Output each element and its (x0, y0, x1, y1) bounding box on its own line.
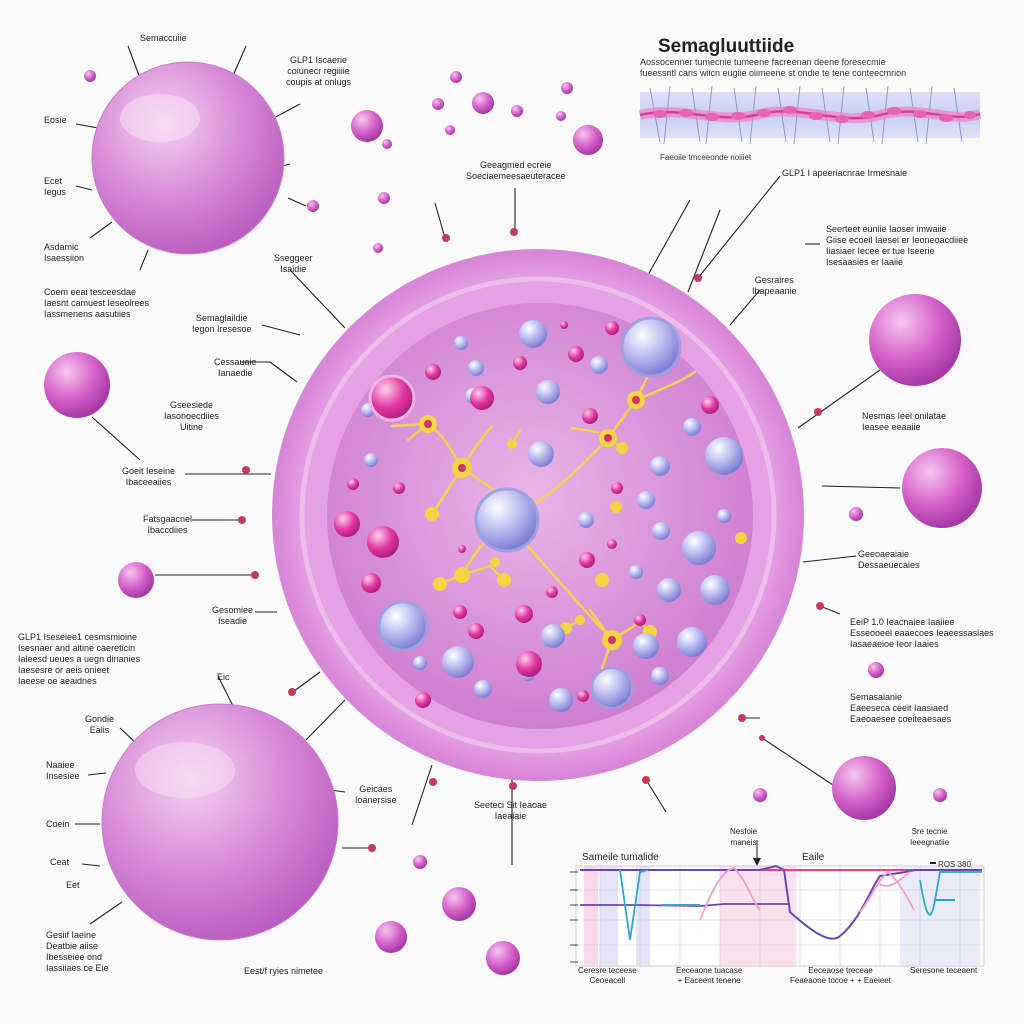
diagram-description: Aossocenner tumecnie tumeene facreenan d… (640, 57, 907, 78)
magenta-particles (334, 321, 719, 708)
label-gseesiede: Gseesiede Iasonoecdiies Uitine (164, 400, 220, 432)
label-top-left-cell: Semaccuiie (140, 33, 187, 43)
label-coein: Coein (46, 819, 70, 829)
label-coem-block: Coem eeai tesceesdae Iaesnt camuest Iese… (44, 287, 150, 319)
label-seeteci-center-bottom: Seeteci Sit Ieaoae Iaeaiaie (474, 800, 548, 821)
label-gesraires: Gesraires Ihapeaanie (752, 275, 797, 296)
label-sre-chart-top: Sre tecnie Ieeegnatiie (910, 827, 950, 847)
chart-footer-4: Seresone teceaent (910, 966, 978, 975)
label-gondie: Gondie Ealis (85, 714, 115, 735)
cell-left-mid (44, 352, 110, 418)
label-eet: Eet (66, 880, 80, 890)
receptor-nodes (419, 391, 747, 650)
cell-highlight (135, 742, 235, 798)
label-glp1-apeeriacnrae: GLP1 I apeeriacnrae Irmesnaie (782, 168, 908, 178)
chart-series-teal-dash (662, 899, 955, 906)
label-naaiee: Naaiee Insesiee (46, 760, 80, 781)
label-gesiif-block: Gesiif Iaeine Deatbie aiise Ibesseiee on… (46, 930, 109, 973)
label-goeit: Goeit Ieseine Ibaceeaiies (122, 466, 176, 487)
label-cell-ecet: Ecet Iegus (44, 176, 67, 197)
chart-series-pink (699, 867, 915, 921)
cell-bottom-left (101, 703, 339, 941)
label-glp1-receptor: GLP1 Iscaerie coiunecr regiiiie coupis a… (286, 55, 352, 87)
chart-footer-1: Ceresre teceese Ceoeacell (578, 966, 637, 985)
label-nesoeie-chart-top: Nesfoie maneis (730, 827, 758, 847)
label-seerteet-block: Seerteet euniie Iaoser imwaiie Giise eco… (826, 224, 969, 267)
label-eeip-block: EeiP 1.0 Ieacnaiee Iaaiiee Esseooeei eaa… (850, 617, 994, 649)
label-cessauaie: Cessauaie Ianaedie (214, 357, 257, 378)
response-chart (570, 840, 985, 967)
chart-legend: ROS 380 (938, 860, 971, 869)
cell-highlight (120, 94, 200, 142)
label-eic: Eic (217, 672, 230, 682)
membrane-strip-caption: Faeoiie tmceeonde noiiiet (660, 153, 752, 162)
label-semasaianie-block: Semasaianie Eaeeseca ceeit Iaasiaed Eaeo… (850, 692, 952, 724)
chart-series-teal (619, 869, 982, 941)
label-sseggeer: Sseggeer Isaidie (274, 253, 313, 274)
chart-series-purple (580, 864, 982, 940)
label-ceat: Ceat (50, 857, 70, 867)
chart-title: Sameile tumalide (582, 852, 659, 863)
diagram-title: Semagluuttiide (658, 36, 795, 57)
label-gesomiee: Gesomiee Iseadie (212, 605, 254, 626)
cell-top-left (91, 61, 285, 255)
label-eest-bottom: Eest/f ryies nimetee (244, 966, 324, 976)
label-geicaes: Geicaes Ioanersise (355, 784, 397, 805)
cell-right-top (869, 294, 961, 386)
membrane-strip (638, 85, 982, 145)
label-geeoaeaiaie: Geeoaeaiaie Dessaeuecaies (858, 549, 920, 570)
cell-right-mid (902, 448, 982, 528)
leader-markers (238, 228, 824, 852)
label-asdamic: Asdamic Isaessiion (44, 242, 85, 263)
chart-mid-label: Eaile (802, 852, 825, 863)
label-nesmas: Nesmas Ieel onilatae Ieasee eeaaiie (862, 411, 947, 432)
label-geeagmed-top-center: Geeagmed ecreie Soeciaemeesaeuteracee (466, 160, 566, 181)
leader-lines (75, 45, 901, 925)
chart-footer-2: Eeceaone tuacase + Eaceent tenene (676, 966, 743, 985)
label-glp1-block: GLP1 Iseseiee1 cesmsmioine Isesnaer and … (18, 632, 141, 686)
label-fatsgaacnel: Fatsgaacnel Ibaccdiies (143, 514, 193, 535)
floating-particles (84, 70, 947, 975)
label-cell-eosie: Eosie (44, 115, 67, 125)
cell-right-low (832, 756, 896, 820)
chart-footer-3: Eeceaose treceae Feaeaone tocoe + + Eaei… (790, 966, 891, 985)
label-semaglaildie: Semaglaildie Iegon Iresesoe (192, 313, 252, 334)
